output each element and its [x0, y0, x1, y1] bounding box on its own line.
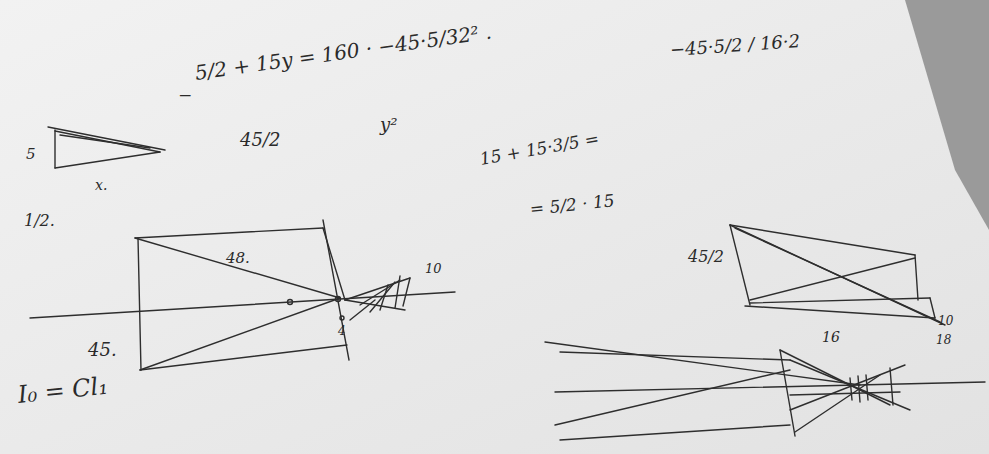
handwritten-note: y²	[380, 115, 397, 135]
handwritten-note: −	[178, 86, 192, 105]
handwritten-note: 16	[822, 330, 840, 345]
handwritten-note: 1/2.	[24, 212, 55, 230]
handwritten-note: 10	[938, 315, 953, 328]
handwritten-note: 45/2	[688, 248, 724, 266]
handwritten-note: x.	[95, 178, 107, 193]
handwritten-note: 10	[425, 262, 442, 276]
handwritten-note: 18	[936, 334, 951, 347]
pencil-lines	[30, 127, 985, 440]
handwritten-note: 5	[26, 146, 36, 163]
handwritten-note: 45/2	[240, 130, 280, 150]
handwritten-note: 48.	[226, 250, 250, 267]
handwritten-note: 45.	[88, 340, 117, 360]
handwritten-note: 4	[338, 325, 346, 338]
table-corner	[905, 0, 989, 230]
